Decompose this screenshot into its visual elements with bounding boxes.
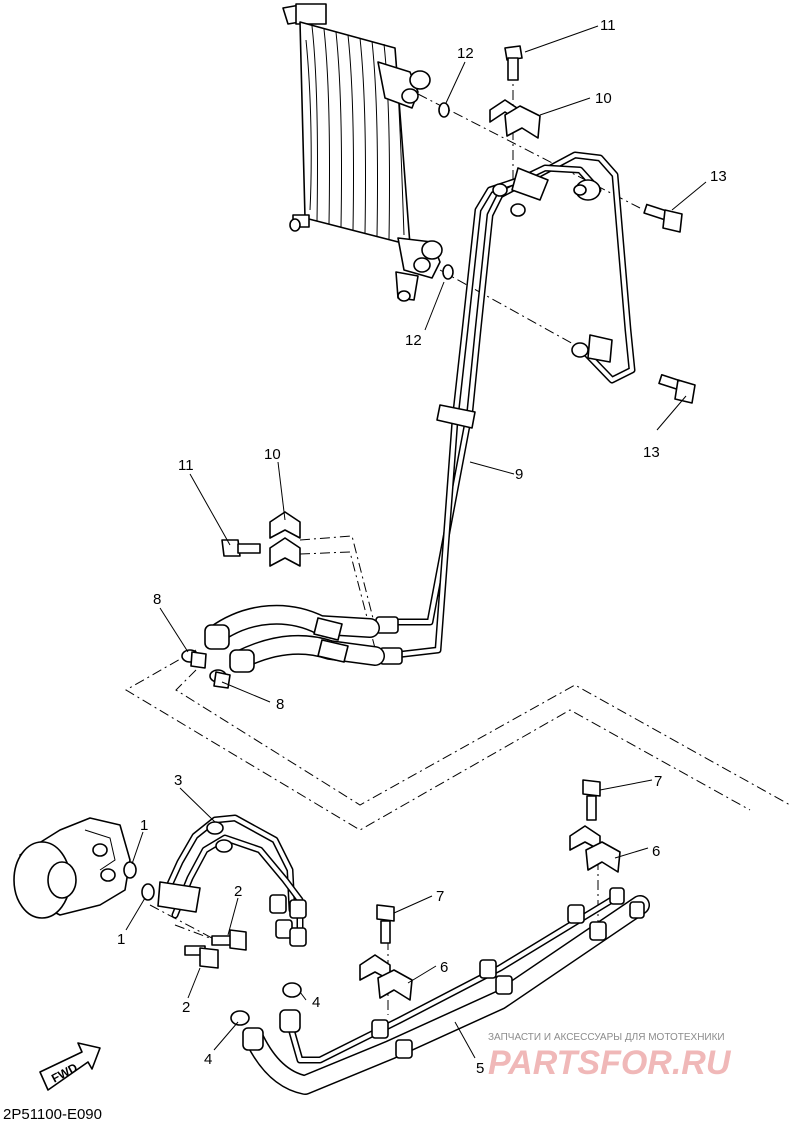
callout-9: 9	[515, 466, 523, 483]
o-ring-12-upper	[438, 102, 450, 118]
oil-pipe-assembly-5	[242, 887, 650, 1095]
oil-hoses-lower	[204, 604, 385, 673]
engine-oil-port-block	[13, 817, 131, 919]
callout-4-upper: 4	[312, 994, 320, 1011]
callout-7-upper: 7	[654, 773, 662, 790]
o-ring-1-lower	[141, 883, 155, 901]
o-ring-12-lower	[442, 264, 454, 280]
clip-8-pair	[181, 649, 231, 689]
bolt-13-upper	[643, 203, 683, 233]
bolt-11-upper	[504, 45, 523, 81]
oil-cooler-radiator	[282, 3, 443, 302]
callout-1-lower: 1	[117, 931, 125, 948]
clamp-10-middle	[269, 511, 301, 567]
bolt-11-middle	[221, 539, 261, 557]
o-ring-1-upper	[123, 861, 137, 879]
bolt-2-lower	[184, 945, 219, 969]
callout-12-upper: 12	[457, 45, 474, 62]
watermark-logo: PARTSFOR.RU	[488, 1044, 732, 1082]
callout-leaders	[125, 25, 707, 1059]
callout-5: 5	[476, 1060, 484, 1077]
clamp-10-upper	[489, 99, 541, 139]
watermark: ЗАПЧАСТИ И АКСЕССУАРЫ ДЛЯ МОТОТЕХНИКИ PA…	[488, 1032, 732, 1082]
callout-1-upper: 1	[140, 817, 148, 834]
callout-11-upper: 11	[600, 17, 616, 34]
callout-10-middle: 10	[264, 446, 281, 463]
forward-direction-arrow: FWD	[39, 1042, 101, 1091]
clamp-6-lower	[359, 954, 413, 1001]
callout-4-lower: 4	[204, 1051, 212, 1068]
callout-8-lower: 8	[276, 696, 284, 713]
callout-13-lower: 13	[643, 444, 660, 461]
callout-6-upper: 6	[652, 843, 660, 860]
oil-pipe-assembly-9	[375, 151, 636, 665]
watermark-subtitle: ЗАПЧАСТИ И АКСЕССУАРЫ ДЛЯ МОТОТЕХНИКИ	[488, 1032, 725, 1043]
callout-8-upper: 8	[153, 591, 161, 608]
callout-10-upper: 10	[595, 90, 612, 107]
callout-7-lower: 7	[436, 888, 444, 905]
callout-6-lower: 6	[440, 959, 448, 976]
callout-2-lower: 2	[182, 999, 190, 1016]
oil-pipe-3	[157, 814, 307, 947]
callout-11-middle: 11	[178, 457, 194, 474]
clip-4-pair	[230, 982, 302, 1026]
callout-labels: 11 10 12 13 12 13 9 10 11 8 8 3 1 1 2 2 …	[117, 17, 727, 1077]
callout-2-upper: 2	[234, 883, 242, 900]
bolt-7-lower	[376, 904, 395, 944]
bolt-13-lower	[658, 373, 696, 404]
callout-3: 3	[174, 772, 182, 789]
bolt-7-upper	[582, 779, 601, 821]
clamp-6-upper	[569, 825, 621, 873]
callout-13-upper: 13	[710, 168, 727, 185]
bolt-2-upper	[211, 929, 247, 951]
diagram-code: 2P51100-E090	[3, 1106, 102, 1123]
callout-12-lower: 12	[405, 332, 422, 349]
